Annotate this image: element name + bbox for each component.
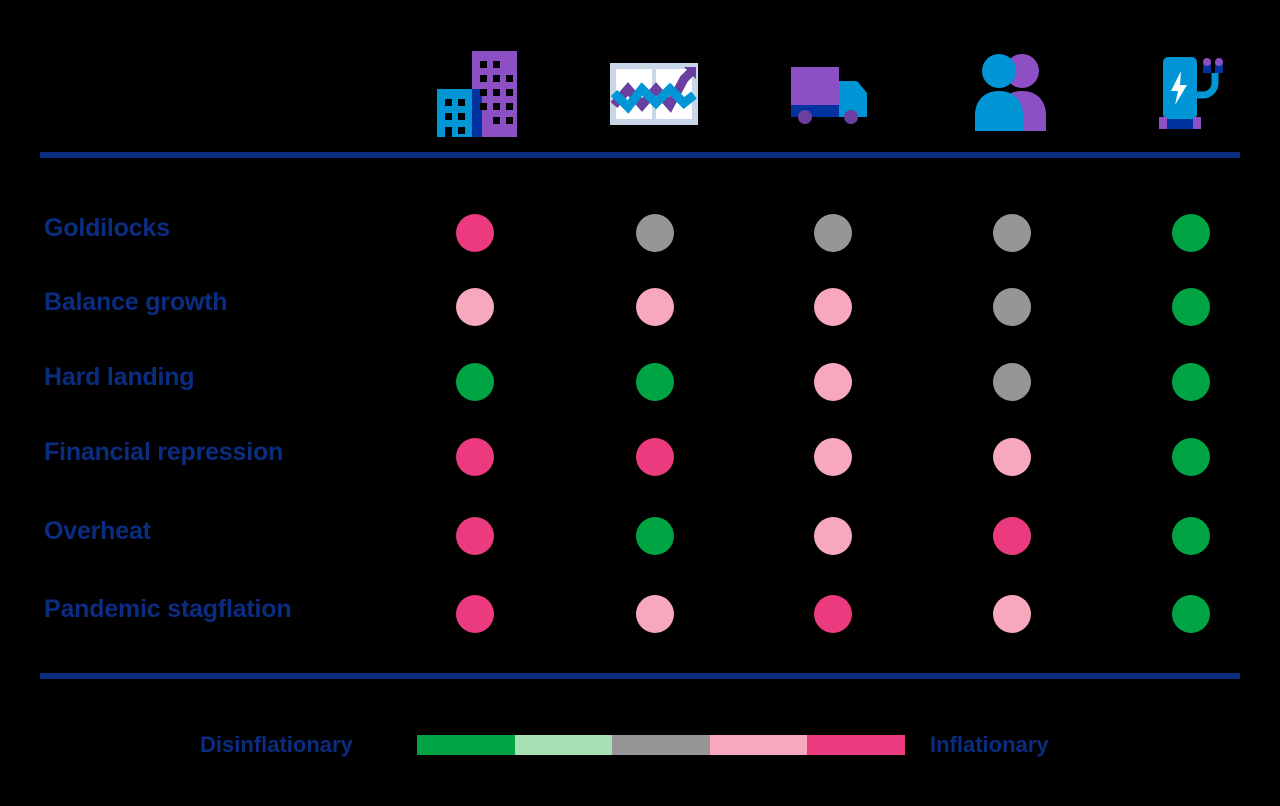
consumers-icon bbox=[962, 44, 1062, 144]
matrix-dot bbox=[993, 363, 1031, 401]
matrix-dot bbox=[814, 517, 852, 555]
legend-segment bbox=[417, 735, 515, 755]
matrix-row: Pandemic stagflation bbox=[0, 581, 1280, 637]
row-label: Overheat bbox=[44, 517, 151, 545]
matrix-dot bbox=[456, 363, 494, 401]
matrix-dot bbox=[814, 363, 852, 401]
matrix-dot bbox=[456, 288, 494, 326]
matrix-dot bbox=[993, 595, 1031, 633]
matrix-dot bbox=[814, 214, 852, 252]
legend: Disinflationary Inflationary bbox=[0, 728, 1280, 768]
matrix-dot bbox=[993, 438, 1031, 476]
matrix-dot bbox=[814, 595, 852, 633]
row-label: Financial repression bbox=[44, 438, 284, 466]
matrix-row: Overheat bbox=[0, 503, 1280, 559]
row-label: Hard landing bbox=[44, 363, 195, 391]
matrix-dot bbox=[1172, 214, 1210, 252]
matrix-dot bbox=[456, 214, 494, 252]
corporates-icon bbox=[425, 44, 525, 144]
matrix-dot bbox=[1172, 595, 1210, 633]
legend-label-inflationary: Inflationary bbox=[930, 732, 1049, 757]
matrix-dot bbox=[1172, 517, 1210, 555]
matrix-dot bbox=[456, 517, 494, 555]
matrix-dot bbox=[993, 214, 1031, 252]
matrix-dot bbox=[1172, 288, 1210, 326]
top-divider bbox=[40, 152, 1240, 158]
matrix-dot bbox=[814, 438, 852, 476]
energy-icon bbox=[1141, 44, 1241, 144]
matrix-row: Financial repression bbox=[0, 424, 1280, 480]
matrix-dot bbox=[1172, 438, 1210, 476]
bottom-divider bbox=[40, 673, 1240, 679]
matrix-dot bbox=[814, 288, 852, 326]
matrix-dot bbox=[456, 438, 494, 476]
logistics-icon bbox=[783, 44, 883, 144]
legend-label-disinflationary: Disinflationary bbox=[200, 732, 353, 757]
matrix-row: Goldilocks bbox=[0, 200, 1280, 256]
matrix-dot bbox=[636, 517, 674, 555]
legend-gradient-bar bbox=[417, 735, 905, 755]
legend-segment bbox=[709, 735, 808, 755]
row-label: Goldilocks bbox=[44, 214, 170, 242]
matrix-dot bbox=[636, 363, 674, 401]
row-label: Balance growth bbox=[44, 288, 228, 316]
row-label: Pandemic stagflation bbox=[44, 595, 292, 623]
matrix-dot bbox=[636, 595, 674, 633]
column-header-row bbox=[0, 44, 1280, 144]
matrix-dot bbox=[456, 595, 494, 633]
matrix-dot bbox=[636, 438, 674, 476]
matrix-row: Balance growth bbox=[0, 274, 1280, 330]
matrix-dot bbox=[993, 517, 1031, 555]
legend-segment bbox=[514, 735, 613, 755]
matrix-row: Hard landing bbox=[0, 349, 1280, 405]
matrix-dot bbox=[636, 214, 674, 252]
legend-segment bbox=[612, 735, 710, 755]
matrix-dot bbox=[1172, 363, 1210, 401]
matrix-dot bbox=[636, 288, 674, 326]
legend-segment bbox=[807, 735, 905, 755]
markets-icon bbox=[604, 44, 704, 144]
matrix-dot bbox=[993, 288, 1031, 326]
